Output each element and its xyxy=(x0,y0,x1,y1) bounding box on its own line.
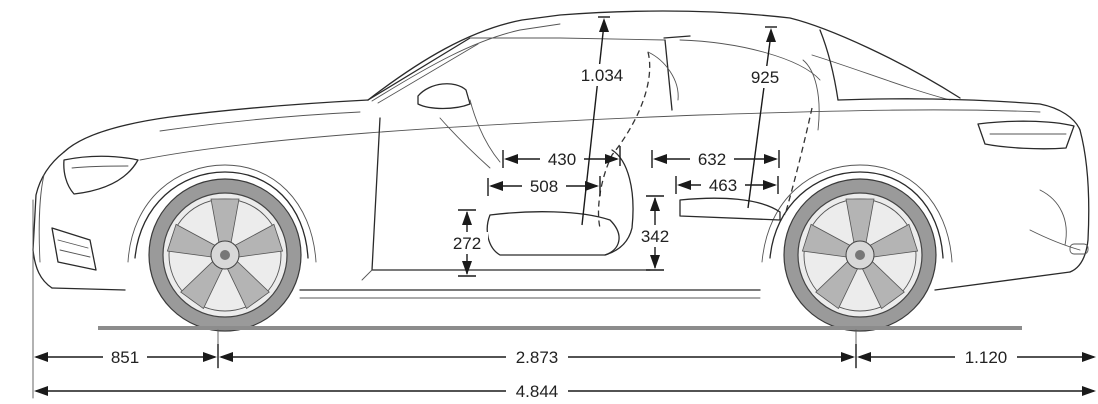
front-wheel xyxy=(148,178,302,332)
wheelbase-label: 2.873 xyxy=(516,348,559,367)
front-legroom-upper-dimension: 430 xyxy=(502,146,621,170)
rear-legroom-upper-dimension: 632 xyxy=(651,148,780,170)
front-legroom-upper-label: 430 xyxy=(548,150,576,169)
rear-seat-height-label: 342 xyxy=(641,227,669,246)
front-legroom-lower-dimension: 508 xyxy=(487,175,601,197)
wheelbase-dimension: 2.873 xyxy=(219,346,855,368)
seats-outline xyxy=(486,51,820,256)
front-seat-height-label: 272 xyxy=(453,234,481,253)
extension-lines xyxy=(32,199,857,399)
rear-overhang-label: 1.120 xyxy=(965,348,1008,367)
rear-headroom-label: 925 xyxy=(751,68,779,87)
rear-legroom-upper-label: 632 xyxy=(698,150,726,169)
car-body-outline xyxy=(32,10,1090,299)
front-seat-height-dimension: 272 xyxy=(446,209,488,277)
front-overhang-dimension: 851 xyxy=(34,346,217,368)
rear-legroom-lower-dimension: 463 xyxy=(675,174,779,196)
overall-length-dimension: 4.844 xyxy=(34,380,1096,402)
overall-length-label: 4.844 xyxy=(516,382,559,401)
front-legroom-lower-label: 508 xyxy=(530,177,558,196)
rear-seat-height-dimension: 342 xyxy=(634,195,676,271)
front-headroom-dimension: 1.034 xyxy=(572,16,632,226)
rear-headroom-dimension: 925 xyxy=(744,26,786,209)
ground-line xyxy=(98,326,1022,330)
front-headroom-label: 1.034 xyxy=(581,66,624,85)
rear-legroom-lower-label: 463 xyxy=(709,176,737,195)
rear-wheel xyxy=(783,178,937,332)
rear-overhang-dimension: 1.120 xyxy=(857,346,1096,368)
front-overhang-label: 851 xyxy=(111,348,139,367)
